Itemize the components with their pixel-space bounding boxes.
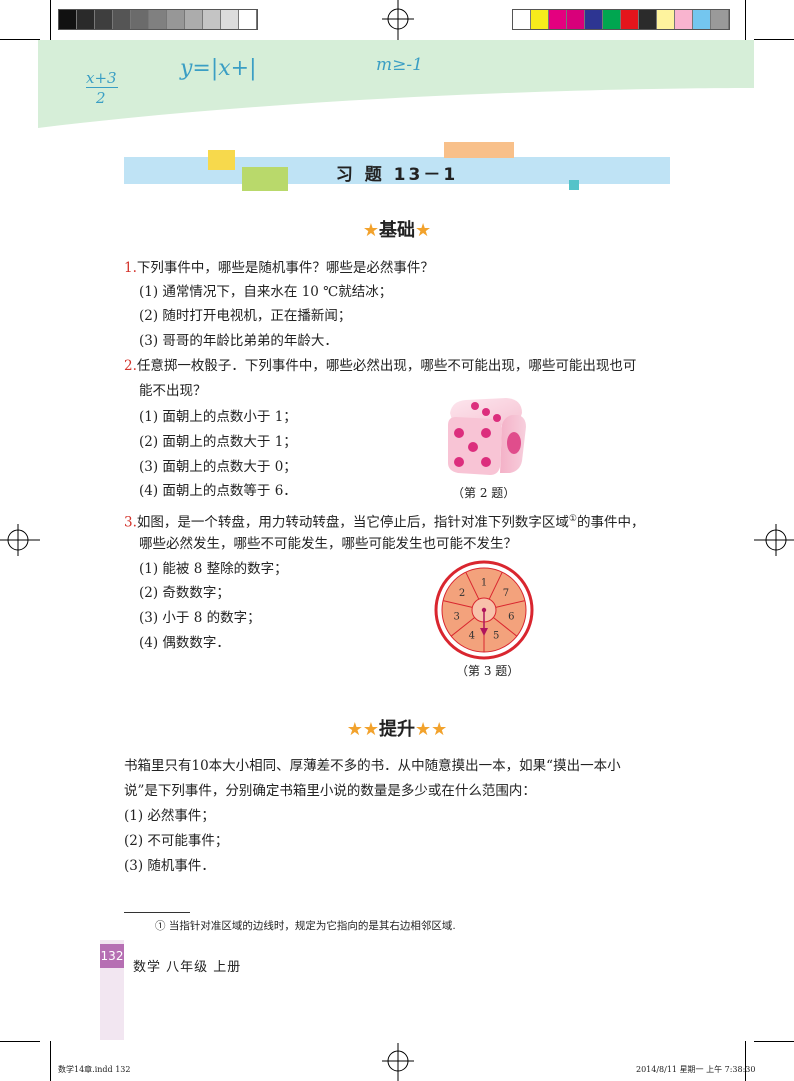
color-swatch bbox=[531, 10, 549, 29]
question-3-stem-line-1: 3.如图，是一个转盘，用力转动转盘，当它停止后，指针对准下列数字区域①的事件中， bbox=[124, 514, 645, 531]
star-icon: ★ bbox=[362, 220, 379, 241]
color-swatch bbox=[711, 10, 729, 29]
section-heading-basic: ★基础★ bbox=[362, 220, 432, 241]
color-calibration-bar bbox=[512, 9, 730, 30]
spinner-number: 3 bbox=[454, 612, 460, 623]
registration-mark-top-icon bbox=[382, 0, 414, 40]
question-1-stem: 1.下列事件中，哪些是随机事件？哪些是必然事件？ bbox=[124, 260, 434, 276]
color-swatch bbox=[77, 10, 95, 29]
question-4-item-1: (1) 必然事件； bbox=[124, 808, 215, 824]
color-swatch bbox=[603, 10, 621, 29]
header-formula-2: y=|x+| bbox=[180, 56, 257, 81]
spinner-divider bbox=[488, 571, 503, 600]
color-swatch bbox=[185, 10, 203, 29]
color-swatch bbox=[167, 10, 185, 29]
question-4-line-2: 说”是下列事件，分别确定书箱里小说的数量是多少或在什么范围内： bbox=[124, 783, 536, 799]
question-3-item-4: (4) 偶数数字． bbox=[139, 635, 230, 651]
question-1-item-1: (1) 通常情况下，自来水在 10 ℃就结冰； bbox=[139, 284, 393, 300]
file-name: 数学14章.indd 132 bbox=[58, 1065, 131, 1074]
question-1-item-3: (3) 哥哥的年龄比弟弟的年龄大． bbox=[139, 333, 338, 349]
question-2-item-3: (3) 面朝上的点数大于 0； bbox=[139, 459, 297, 475]
section-heading-advanced: ★★提升★★ bbox=[346, 719, 448, 740]
question-4-line-1: 书箱里只有10本大小相同、厚薄差不多的书．从中随意摸出一本，如果“摸出一本小 bbox=[124, 758, 621, 774]
color-swatch bbox=[621, 10, 639, 29]
color-swatch bbox=[675, 10, 693, 29]
color-swatch bbox=[113, 10, 131, 29]
color-swatch bbox=[239, 10, 257, 29]
color-swatch bbox=[585, 10, 603, 29]
question-2-item-1: (1) 面朝上的点数小于 1； bbox=[139, 409, 297, 425]
book-title: 数学 八年级 上册 bbox=[133, 960, 242, 975]
question-3-item-3: (3) 小于 8 的数字； bbox=[139, 610, 261, 626]
star-icon: ★★ bbox=[346, 719, 379, 740]
fraction-bar bbox=[86, 87, 118, 88]
spinner-illustration: 1 7 65 43 2 bbox=[434, 560, 534, 660]
color-swatch bbox=[657, 10, 675, 29]
header-formula-3: m≥-1 bbox=[376, 55, 423, 75]
question-2-stem-line-1: 2.任意掷一枚骰子．下列事件中，哪些必然出现，哪些不可能出现，哪些可能出现也可 bbox=[124, 358, 637, 374]
star-icon: ★ bbox=[415, 220, 432, 241]
color-swatch bbox=[567, 10, 585, 29]
print-timestamp: 2014/8/11 星期一 上午 7:38:30 bbox=[636, 1065, 756, 1074]
spinner-number: 5 bbox=[493, 631, 499, 642]
sticky-note-green bbox=[242, 167, 288, 191]
sticky-note-orange bbox=[444, 142, 514, 158]
color-swatch bbox=[513, 10, 531, 29]
page-number: 132 bbox=[100, 944, 124, 968]
spinner-number: 1 bbox=[481, 578, 487, 589]
spinner-divider bbox=[450, 617, 475, 637]
spinner-divider bbox=[493, 617, 518, 637]
color-swatch bbox=[59, 10, 77, 29]
spinner-number: 6 bbox=[508, 612, 514, 623]
footnote-rule bbox=[124, 912, 190, 913]
grayscale-calibration-bar bbox=[58, 9, 258, 30]
star-icon: ★★ bbox=[415, 719, 448, 740]
color-swatch bbox=[149, 10, 167, 29]
sticky-note-yellow bbox=[208, 150, 235, 170]
question-2-item-4: (4) 面朝上的点数等于 6． bbox=[139, 483, 297, 499]
spinner-number: 7 bbox=[503, 588, 509, 599]
spinner-divider bbox=[495, 600, 526, 608]
registration-mark-left-icon bbox=[0, 524, 40, 556]
question-4-item-3: (3) 随机事件． bbox=[124, 858, 215, 874]
question-1-item-2: (2) 随时打开电视机，正在播新闻； bbox=[139, 308, 352, 324]
figure-caption-q2: （第 2 题） bbox=[452, 486, 516, 500]
figure-caption-q3: （第 3 题） bbox=[456, 664, 520, 678]
color-swatch bbox=[221, 10, 239, 29]
question-3-item-2: (2) 奇数数字； bbox=[139, 585, 230, 601]
pink-dice-illustration bbox=[448, 398, 526, 475]
question-3-item-1: (1) 能被 8 整除的数字； bbox=[139, 561, 288, 577]
decorative-square bbox=[569, 180, 579, 190]
color-swatch bbox=[639, 10, 657, 29]
spinner-divider bbox=[442, 600, 473, 608]
color-swatch bbox=[203, 10, 221, 29]
registration-mark-right-icon bbox=[754, 524, 794, 556]
color-swatch bbox=[693, 10, 711, 29]
spinner-divider bbox=[465, 571, 480, 600]
color-swatch bbox=[95, 10, 113, 29]
question-3-stem-line-2: 哪些必然发生，哪些不可能发生，哪些可能发生也可能不发生？ bbox=[139, 536, 517, 552]
question-2-item-2: (2) 面朝上的点数大于 1； bbox=[139, 434, 297, 450]
color-swatch bbox=[131, 10, 149, 29]
header-formula-1-den: 2 bbox=[96, 89, 106, 107]
header-formula-1: x+3 bbox=[86, 69, 117, 87]
color-swatch bbox=[549, 10, 567, 29]
footnote: ① 当指针对准区域的边线时，规定为它指向的是其右边相邻区域. bbox=[155, 920, 456, 932]
question-4-item-2: (2) 不可能事件； bbox=[124, 833, 229, 849]
spinner-number: 4 bbox=[469, 631, 475, 642]
registration-mark-bottom-icon bbox=[382, 1043, 414, 1081]
page-title: 习 题 13－1 bbox=[335, 165, 459, 185]
question-2-stem-line-2: 能不出现？ bbox=[139, 383, 207, 399]
spinner-number: 2 bbox=[459, 588, 465, 599]
header-banner bbox=[38, 40, 754, 128]
pointer-arrow-icon bbox=[480, 628, 488, 636]
